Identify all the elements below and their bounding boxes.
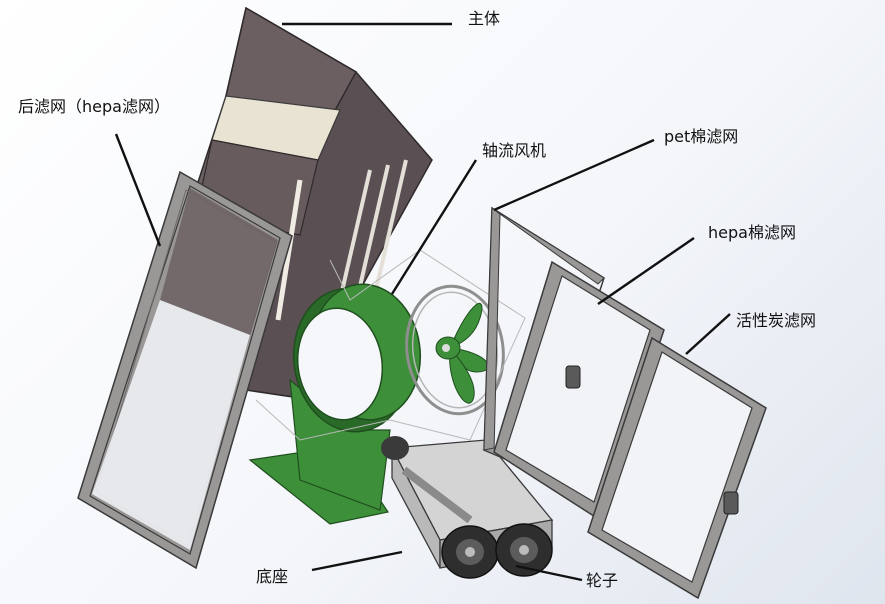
label-pet-filter: pet棉滤网 [664,127,738,146]
leader-base [311,550,403,572]
leader-wheels [515,564,583,582]
label-wheels: 轮子 [586,571,618,590]
leader-axial-fan [390,159,478,295]
leader-hepa-filter [597,237,695,305]
axial-fan [255,249,526,441]
rear-filter-frame [77,170,293,570]
label-axial-fan: 轴流风机 [482,141,546,160]
leader-pet-filter [493,138,655,212]
wheels [381,436,553,579]
label-main-body: 主体 [468,9,500,28]
leader-rear-filter [114,133,162,247]
leader-carbon-filter [685,313,731,355]
carbon-filter-frame [587,336,767,600]
label-rear-filter: 后滤网（hepa滤网） [18,97,170,116]
label-carbon-filter: 活性炭滤网 [736,311,816,330]
label-base: 底座 [256,567,288,586]
label-hepa-filter: hepa棉滤网 [708,223,796,242]
